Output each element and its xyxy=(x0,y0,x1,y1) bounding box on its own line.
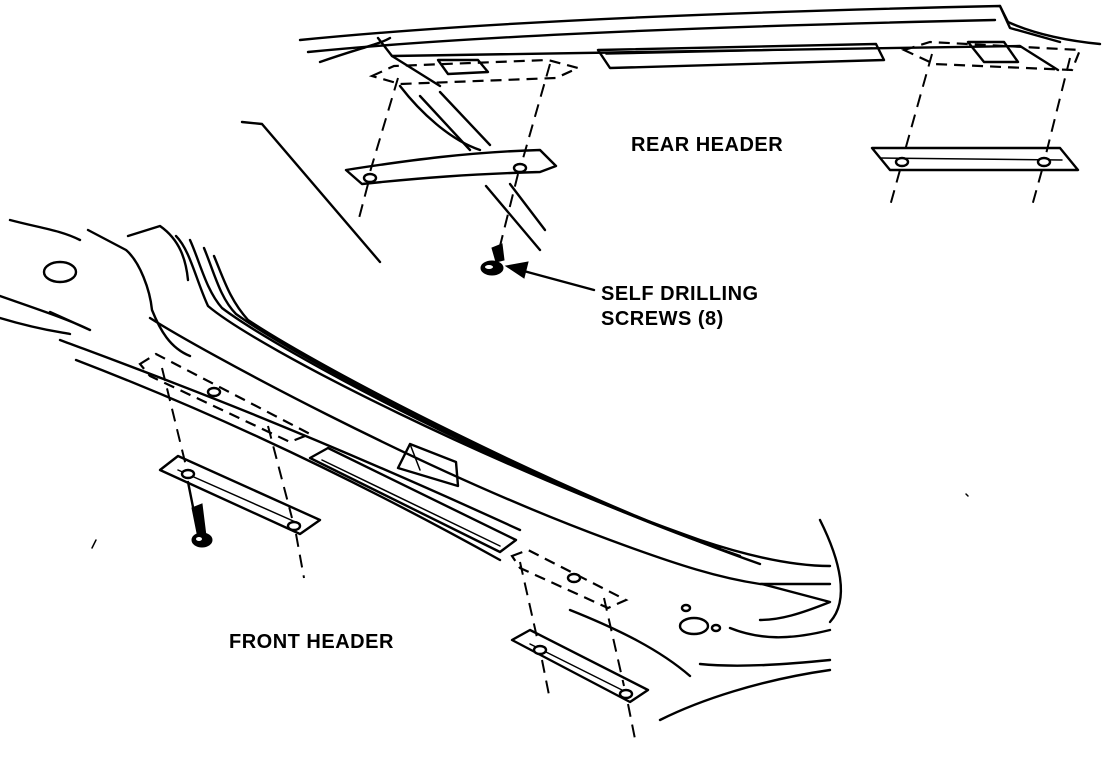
rear-screw-icon xyxy=(480,243,505,276)
front-right-retainer xyxy=(510,628,650,704)
rear-left-guide-line-3 xyxy=(521,63,551,163)
front-header-label: FRONT HEADER xyxy=(229,631,394,653)
rear-header-slot xyxy=(596,42,886,70)
front-header-slot xyxy=(308,442,518,554)
front-right-guide-line-2 xyxy=(541,659,551,701)
front-right-guide-line-1 xyxy=(519,561,539,643)
rear-right-guide-line-2 xyxy=(889,169,901,207)
front-left-retainer xyxy=(158,454,322,536)
self-drilling-label-line-1: SELF DRILLING xyxy=(601,283,759,305)
rear-right-guide-line-1 xyxy=(903,53,933,155)
front-header-dashed-outlines xyxy=(138,352,629,610)
front-left-guide-line-2 xyxy=(267,425,293,519)
windshield-edge-line xyxy=(240,120,382,264)
front-left-guide-line-3 xyxy=(295,533,305,579)
rear-right-guide-line-3 xyxy=(1045,57,1071,155)
rear-left-retainer xyxy=(344,148,558,186)
front-right-guide-line-3 xyxy=(603,597,625,687)
rear-header-cutouts xyxy=(436,40,1020,76)
front-left-guide-line-1 xyxy=(161,367,187,467)
callout-arrow xyxy=(504,261,596,292)
rear-right-guide-line-4 xyxy=(1031,169,1043,207)
rear-left-guide-line-2 xyxy=(357,183,369,223)
rear-left-guide-line-4 xyxy=(499,173,519,247)
front-header-panel xyxy=(0,218,843,722)
front-right-guide-line-4 xyxy=(627,703,637,745)
rear-header-label: REAR HEADER xyxy=(631,134,784,156)
rear-right-retainer xyxy=(870,146,1080,172)
stray-mark xyxy=(91,539,97,549)
rear-left-guide-line-1 xyxy=(369,77,399,173)
stray-mark xyxy=(965,493,969,497)
self-drilling-label-line-2: SCREWS (8) xyxy=(601,308,724,330)
front-screw-icon xyxy=(186,480,213,548)
self-drilling-screws-label: SELF DRILLING SCREWS (8) xyxy=(601,282,759,332)
